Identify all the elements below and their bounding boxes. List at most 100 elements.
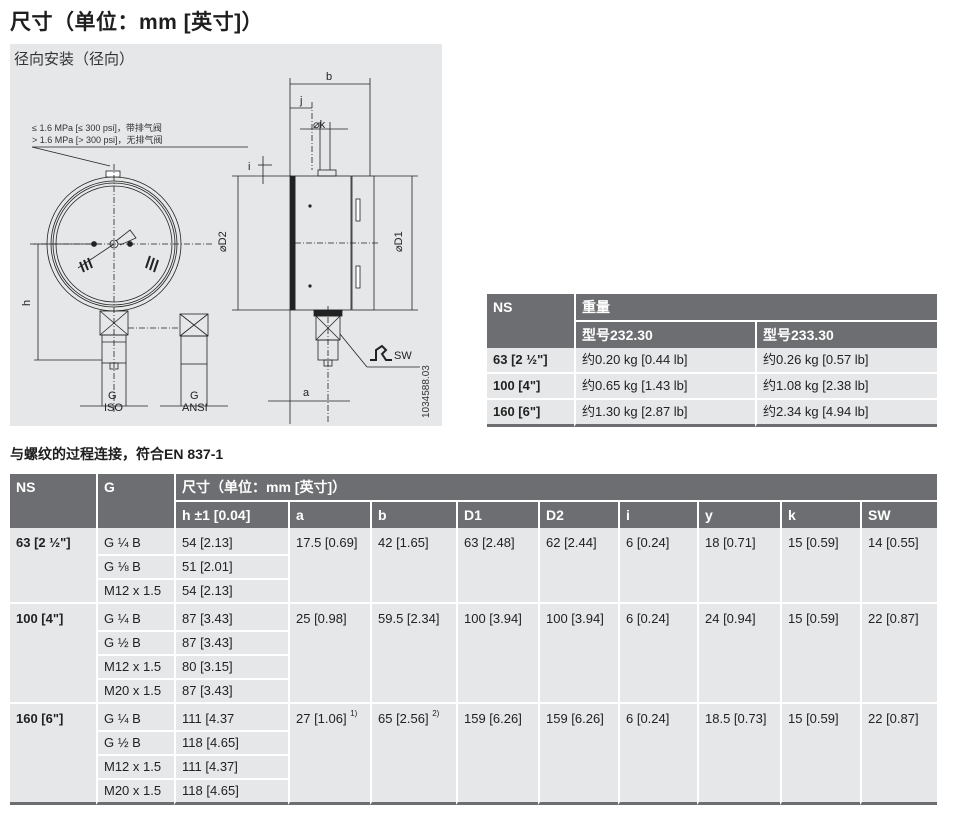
table-row: 100 [4"] 约0.65 kg [1.43 lb] 约1.08 kg [2.… [487,372,937,398]
h-cell: 54 [2.13] [174,578,288,602]
weight-cell: 约0.20 kg [0.44 lb] [574,348,755,372]
dims-header-y: y [697,500,780,528]
table-row: 63 [2 ½"] G ¼ B 54 [2.13] 17.5 [0.69] 42… [10,528,937,602]
dims-header-ns: NS [10,474,96,528]
svg-text:SW: SW [394,350,412,362]
thread-cell: M20 x 1.5 [96,778,174,805]
drawing-id: 1034588.03 [421,354,439,424]
weight-cell: 约0.65 kg [1.43 lb] [574,372,755,398]
i-cell: 6 [0.24] [618,702,697,805]
gauge-side-view: ⌀D2 ⌀D1 b j ⌀k [217,71,420,424]
y-cell: 24 [0.94] [697,602,780,702]
weight-header-group: 重量 [574,294,937,320]
svg-text:⌀D1: ⌀D1 [393,231,405,252]
svg-text:i: i [248,161,250,173]
thread-cell: G ¼ B [96,702,174,730]
b-cell: 42 [1.65] [370,528,456,602]
dims-header-d2: D2 [538,500,618,528]
thread-cell: M12 x 1.5 [96,578,174,602]
k-cell: 15 [0.59] [780,702,860,805]
k-cell: 15 [0.59] [780,602,860,702]
k-cell: 15 [0.59] [780,528,860,602]
thread-cell: G ½ B [96,730,174,754]
h-cell: 87 [3.43] [174,630,288,654]
d1-cell: 159 [6.26] [456,702,538,805]
table-row: 100 [4"] G ¼ B 87 [3.43] 25 [0.98] 59.5 … [10,602,937,702]
i-cell: 6 [0.24] [618,602,697,702]
ns-cell: 100 [4"] [487,372,574,398]
ansi-fitting: G ANSI [128,313,228,414]
h-cell: 80 [3.15] [174,654,288,678]
footnote-1-marker: 1) [350,709,358,718]
sw-cell: 22 [0.87] [860,702,937,805]
table-row: M20 x 1.5 87 [3.43] [10,678,937,702]
svg-text:ISO: ISO [104,402,123,414]
h-cell: 111 [4.37 [174,702,288,730]
svg-text:ANSI: ANSI [182,402,208,414]
h-cell: 118 [4.65] [174,778,288,805]
table-row: G ½ B 87 [3.43] [10,630,937,654]
dims-header-group: 尺寸（单位：mm [英寸]） [174,474,937,500]
h-cell: 51 [2.01] [174,554,288,578]
weight-cell: 约1.30 kg [2.87 lb] [574,398,755,427]
svg-text:G: G [190,390,199,402]
thread-cell: M12 x 1.5 [96,754,174,778]
b-cell: 65 [2.56] 2) [370,702,456,805]
table-row: M12 x 1.5 80 [3.15] [10,654,937,678]
a-value: 17.5 [0.69] [296,535,358,550]
thread-cell: G ½ B [96,630,174,654]
weight-header-model-233: 型号233.30 [755,320,937,348]
h-cell: 87 [3.43] [174,678,288,702]
table-row: M12 x 1.5 54 [2.13] [10,578,937,602]
dims-header-d1: D1 [456,500,538,528]
ns-cell: 160 [6"] [10,702,96,805]
d2-cell: 159 [6.26] [538,702,618,805]
a-value: 25 [0.98] [296,611,347,626]
table-row: 63 [2 ½"] 约0.20 kg [0.44 lb] 约0.26 kg [0… [487,348,937,372]
weight-header-model-232: 型号232.30 [574,320,755,348]
table-row: 160 [6"] G ¼ B 111 [4.37 27 [1.06] 1) 65… [10,702,937,805]
thread-cell: G ¼ B [96,602,174,630]
y-cell: 18 [0.71] [697,528,780,602]
thread-cell: M12 x 1.5 [96,654,174,678]
section-title: 与螺纹的过程连接，符合EN 837-1 [10,446,224,462]
ns-cell: 63 [2 ½"] [10,528,96,602]
a-cell: 17.5 [0.69] [288,528,370,602]
weight-cell: 约0.26 kg [0.57 lb] [755,348,937,372]
b-cell: 59.5 [2.34] [370,602,456,702]
ns-cell: 100 [4"] [10,602,96,702]
dims-header-k: k [780,500,860,528]
dims-header-h: h ±1 [0.04] [174,500,288,528]
d1-cell: 100 [3.94] [456,602,538,702]
a-value: 27 [1.06] [296,711,347,726]
thread-cell: M20 x 1.5 [96,678,174,702]
svg-text:j: j [299,95,302,107]
weight-cell: 约2.34 kg [4.94 lb] [755,398,937,427]
h-cell: 54 [2.13] [174,528,288,554]
b-value: 59.5 [2.34] [378,611,440,626]
a-cell: 25 [0.98] [288,602,370,702]
table-row: M12 x 1.5 111 [4.37] [10,754,937,778]
drawing-id-text: 1034588.03 [421,365,432,418]
svg-text:a: a [303,387,310,399]
weight-table: NS 重量 型号232.30 型号233.30 63 [2 ½"] 约0.20 … [487,294,937,427]
h-cell: 118 [4.65] [174,730,288,754]
dims-header-i: i [618,500,697,528]
dims-header-g: G [96,474,174,528]
a-cell: 27 [1.06] 1) [288,702,370,805]
page-title: 尺寸（单位：mm [英寸]） [10,11,264,34]
d2-cell: 62 [2.44] [538,528,618,602]
table-row: M20 x 1.5 118 [4.65] [10,778,937,805]
i-cell: 6 [0.24] [618,528,697,602]
d2-cell: 100 [3.94] [538,602,618,702]
dimension-drawing: 径向安装（径向） ≤ 1.6 MPa [≤ 300 psi]，带排气阀 > 1.… [10,44,442,426]
b-value: 42 [1.65] [378,535,429,550]
thread-cell: G ⅛ B [96,554,174,578]
dimensions-table: NS G 尺寸（单位：mm [英寸]） h ±1 [0.04] a b D1 D… [10,474,937,805]
vent-note-low-pressure: ≤ 1.6 MPa [≤ 300 psi]，带排气阀 [32,123,162,133]
vent-note-high-pressure: > 1.6 MPa [> 300 psi]，无排气阀 [32,135,163,145]
weight-cell: 约1.08 kg [2.38 lb] [755,372,937,398]
gauge-front-view: h G ISO [21,164,212,414]
table-row: 160 [6"] 约1.30 kg [2.87 lb] 约2.34 kg [4.… [487,398,937,427]
table-row: G ½ B 118 [4.65] [10,730,937,754]
